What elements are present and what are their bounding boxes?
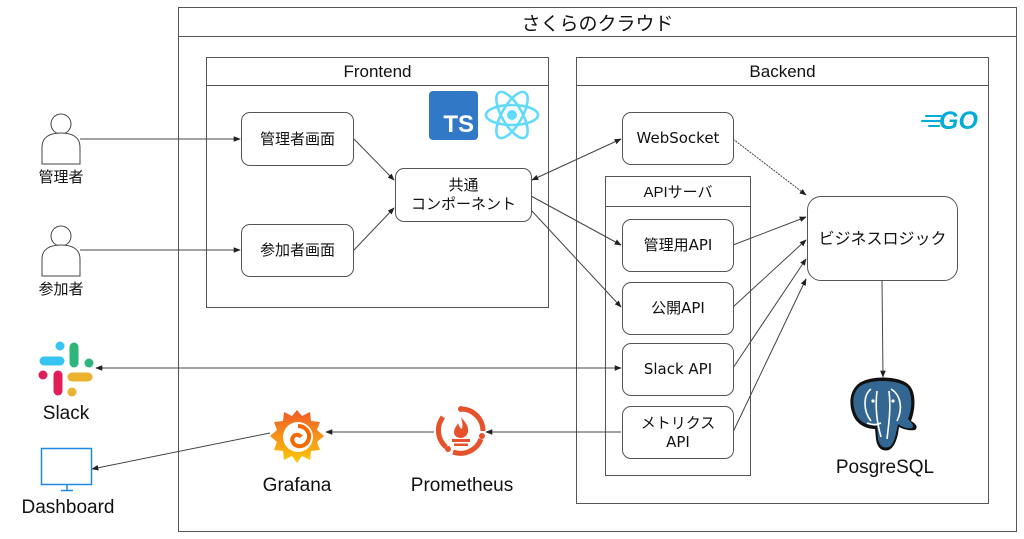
websocket-node[interactable]: WebSocket — [622, 112, 734, 165]
frontend-header: Frontend — [207, 58, 548, 86]
grafana-label: Grafana — [262, 475, 332, 496]
prometheus-label: Prometheus — [410, 475, 514, 496]
edge-logic-to-postgres — [880, 279, 886, 378]
backend-title: Backend — [749, 61, 816, 81]
edge-common-to-public-api — [530, 209, 622, 308]
prometheus-icon[interactable] — [435, 405, 487, 457]
edge-websocket-to-logic — [732, 138, 807, 196]
business-logic-node[interactable]: ビジネスロジック — [807, 196, 958, 281]
postgresql-label: PosgreSQL — [835, 457, 935, 478]
react-icon — [484, 90, 540, 140]
slack-label: Slack — [42, 403, 90, 424]
typescript-icon: TS — [429, 91, 478, 140]
edge-slack-api-to-logic — [732, 258, 807, 369]
admin-screen-node[interactable]: 管理者画面 — [241, 112, 354, 166]
edge-common-to-admin-api — [530, 195, 622, 246]
edge-admin-api-to-logic — [732, 216, 807, 246]
edge-grafana-to-dashboard — [91, 432, 271, 471]
participant-screen-label: 参加者画面 — [259, 241, 335, 259]
websocket-label: WebSocket — [636, 129, 720, 147]
frontend-title: Frontend — [343, 61, 412, 81]
edge-admin-screen-to-common — [353, 138, 395, 181]
edge-participant-screen-to-common — [353, 207, 395, 251]
edge-metrics-api-to-logic — [732, 278, 807, 433]
participant-actor-label: 参加者 — [38, 281, 84, 298]
api-server-title: APIサーバ — [643, 184, 713, 201]
api-server-header: APIサーバ — [606, 177, 750, 207]
cloud-title: さくらのクラウド — [521, 12, 674, 35]
sakura-cloud-container: さくらのクラウド — [178, 7, 1017, 532]
participant-screen-node[interactable]: 参加者画面 — [241, 224, 354, 277]
ts-badge-text: TS — [443, 111, 474, 138]
cloud-header: さくらのクラウド — [179, 8, 1016, 37]
admin-screen-label: 管理者画面 — [259, 129, 335, 148]
admin-actor-icon[interactable] — [40, 113, 82, 165]
slack-api-node[interactable]: Slack API — [622, 343, 734, 396]
grafana-icon[interactable] — [268, 406, 326, 466]
metrics-api-node[interactable]: メトリクス API — [622, 406, 734, 459]
dashboard-label: Dashboard — [21, 497, 115, 518]
slack-api-label: Slack API — [643, 360, 713, 378]
backend-container: Backend — [576, 57, 989, 504]
slack-icon[interactable] — [38, 341, 94, 397]
common-components-label: 共通 コンポーネント — [410, 176, 516, 213]
dashboard-monitor-icon[interactable] — [40, 447, 94, 497]
business-logic-label: ビジネスロジック — [818, 229, 947, 248]
common-components-node[interactable]: 共通 コンポーネント — [395, 168, 532, 222]
admin-api-label: 管理用API — [643, 236, 713, 254]
metrics-api-label: メトリクス API — [640, 413, 716, 451]
public-api-node[interactable]: 公開API — [622, 282, 734, 335]
edge-public-api-to-logic — [732, 239, 807, 308]
admin-actor-label: 管理者 — [38, 169, 84, 186]
postgresql-icon — [850, 377, 917, 451]
go-icon: GO — [921, 107, 981, 135]
admin-api-node[interactable]: 管理用API — [622, 219, 734, 272]
frontend-container: Frontend — [206, 57, 549, 308]
go-badge-text: GO — [939, 107, 978, 135]
edge-common-websocket — [531, 138, 622, 181]
participant-actor-icon[interactable] — [40, 225, 82, 277]
public-api-label: 公開API — [651, 299, 705, 317]
backend-header: Backend — [577, 58, 988, 86]
